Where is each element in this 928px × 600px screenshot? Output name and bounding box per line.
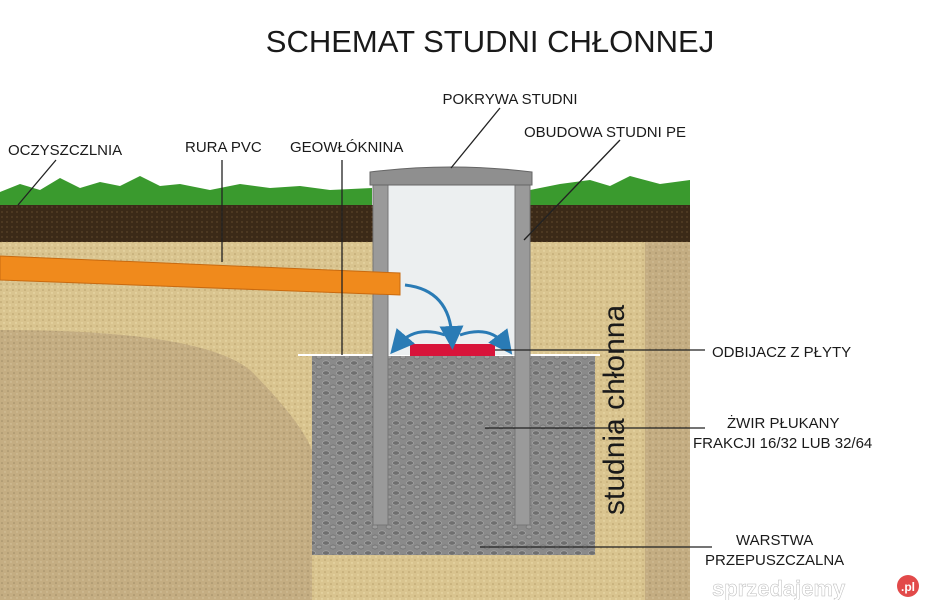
label-lid: POKRYWA STUDNI — [442, 91, 577, 108]
grass-layer — [0, 176, 690, 205]
label-housing: OBUDOWA STUDNI PE — [524, 124, 686, 141]
pvc-pipe — [0, 255, 401, 296]
well-wall-right — [514, 179, 531, 526]
dark-sand-band — [645, 242, 690, 600]
flow-arrow-left-icon — [390, 328, 446, 355]
label-layer-2: PRZEPUSZCZALNA — [705, 552, 844, 569]
well-lid — [369, 166, 533, 186]
deflector-plate — [410, 344, 495, 356]
watermark-badge — [897, 575, 919, 597]
label-gravel-1: ŻWIR PŁUKANY — [727, 414, 840, 432]
label-treatment-plant: OCZYSZCZLNIA — [8, 142, 122, 159]
label-pipe: RURA PVC — [185, 139, 262, 156]
topsoil-layer — [0, 205, 690, 242]
gravel-fill — [312, 355, 595, 555]
label-layer-1: WARSTWA — [736, 532, 813, 549]
flow-arrow-right-icon — [459, 328, 513, 355]
label-gravel-2: FRAKCJI 16/32 LUB 32/64 — [693, 435, 872, 452]
label-deflector: ODBIJACZ Z PŁYTY — [712, 344, 851, 361]
vertical-label: studnia chłonna — [598, 305, 631, 515]
well-wall-left — [372, 179, 389, 526]
dark-sand-region — [0, 330, 312, 600]
flow-arrow-icon — [404, 283, 464, 350]
label-geotextile: GEOWŁÓKNINA — [290, 139, 403, 156]
leader-lines — [17, 107, 712, 548]
watermark: sprzedajemy — [712, 576, 846, 600]
diagram-title: SCHEMAT STUDNI CHŁONNEJ — [266, 24, 714, 59]
watermark-badge-text: .pl — [901, 580, 915, 594]
